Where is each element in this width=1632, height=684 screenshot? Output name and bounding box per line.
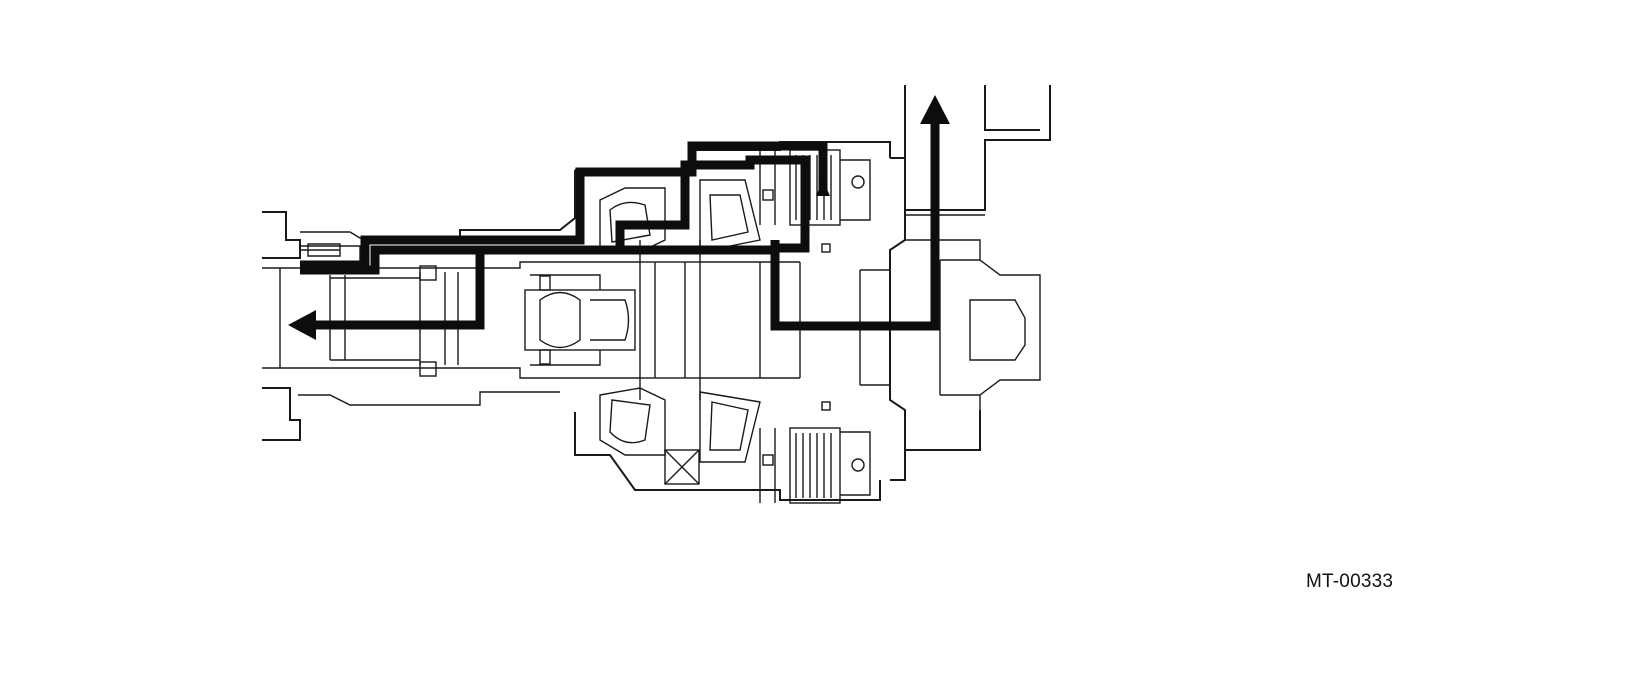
left-shaft-housing (262, 211, 640, 441)
arrow-up-head (920, 95, 950, 124)
torque-flow-path (288, 95, 950, 340)
right-housing (859, 85, 1051, 481)
flow-line-rear (300, 141, 828, 270)
arrow-left-head (288, 310, 316, 340)
arrow-small-up-head (816, 180, 830, 196)
flow-line-middle (300, 155, 810, 275)
diagram-reference-code: MT-00333 (1306, 571, 1394, 592)
flow-line-rear-output (312, 245, 775, 330)
flow-line-front-output (770, 120, 940, 331)
